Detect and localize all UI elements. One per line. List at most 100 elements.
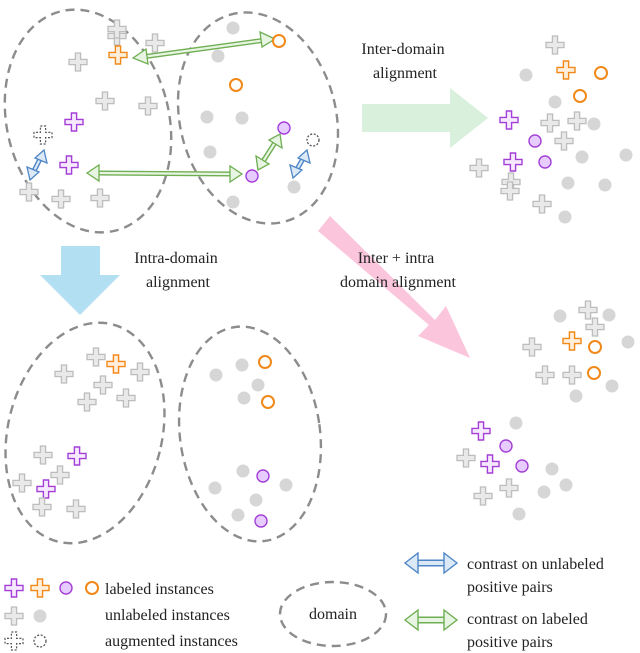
unlabeled-dot-instance: [211, 49, 225, 63]
unlabeled-dot-instance: [235, 358, 249, 372]
labeled-orange-dot-instance: [258, 355, 272, 369]
unlabeled-cross-instance: [130, 362, 150, 382]
unlabeled-dot-instance: [237, 391, 251, 405]
labeled-orange-cross-instance: [556, 60, 576, 80]
unlabeled-cross-instance: [535, 365, 555, 385]
legend-augmented-text: augmented instances: [105, 633, 238, 650]
unlabeled-dot-instance: [602, 308, 616, 322]
unlabeled-cross-instance: [51, 189, 71, 209]
unlabeled-cross-instance: [86, 347, 106, 367]
labeled-purple-dot-instance: [277, 121, 291, 135]
labeled-purple-dot-instance: [528, 134, 542, 148]
labeled-purple-dot-instance: [538, 155, 552, 169]
legend-domain-ellipse: [278, 580, 388, 648]
unlabeled-dot-instance: [200, 110, 214, 124]
intra-domain-label: Intra-domain alignment: [134, 250, 222, 291]
inter-intra-arrow: [318, 216, 470, 358]
legend-labeled-text: labeled instances: [105, 581, 214, 598]
unlabeled-cross-instance: [138, 96, 158, 116]
labeled-orange-dot-instance: [588, 340, 602, 354]
unlabeled-dot-instance: [209, 368, 223, 382]
legend-labeled-purple-cross: [4, 578, 24, 598]
unlabeled-cross-instance: [90, 188, 110, 208]
unlabeled-dot-instance: [561, 176, 575, 190]
labeled-pair-arrow: [255, 132, 283, 172]
labeled-purple-cross-instance: [59, 155, 79, 175]
unlabeled-cross-instance: [473, 486, 493, 506]
labeled-orange-dot-instance: [573, 89, 587, 103]
unlabeled-cross-instance: [77, 392, 97, 412]
unlabeled-dot-instance: [605, 379, 619, 393]
unlabeled-cross-instance: [522, 337, 542, 357]
unlabeled-dot-instance: [548, 95, 562, 109]
unlabeled-dot-instance: [279, 478, 293, 492]
labeled-purple-dot-instance: [254, 514, 268, 528]
unlabeled-cross-instance: [50, 465, 70, 485]
unlabeled-dot-instance: [251, 378, 265, 392]
domain-target-top: [176, 11, 340, 225]
unlabeled-cross-instance: [545, 35, 565, 55]
inter-intra-label: Inter + intra domain alignment: [340, 250, 457, 291]
unlabeled-cross-instance: [456, 448, 476, 468]
legend-contrast-unlabeled-text: contrast on unlabeled positive pairs: [467, 556, 608, 596]
inter-domain-label-line1: Inter-domain: [361, 41, 444, 58]
labeled-pair-arrow: [131, 30, 277, 66]
legend-contrast-labeled-line2: positive pairs: [467, 634, 553, 651]
labeled-pair-arrow: [85, 163, 244, 184]
unlabeled-dot-instance: [226, 21, 240, 35]
unlabeled-dot-instance: [287, 180, 301, 194]
legend-labeled-pair-arrow: [403, 608, 459, 632]
labeled-purple-cross-instance: [36, 479, 56, 499]
unlabeled-cross-instance: [469, 158, 489, 178]
augmented-cross-instance: [33, 125, 53, 145]
labeled-purple-cross-instance: [503, 152, 523, 172]
labeled-purple-dot-instance: [515, 459, 529, 473]
unlabeled-dot-instance: [208, 481, 222, 495]
legend: labeled instances unlabeled instances au…: [4, 551, 608, 651]
augmented-dot-instance: [306, 133, 320, 147]
unlabeled-pair-arrow: [289, 148, 311, 180]
unlabeled-dot-instance: [559, 478, 573, 492]
labeled-orange-dot-instance: [587, 366, 601, 380]
domain-target-bottom: [177, 325, 323, 543]
unlabeled-dot-instance: [236, 464, 250, 478]
intra-domain-label-line2: alignment: [146, 274, 211, 291]
legend-unlabeled-dot: [33, 609, 47, 623]
unlabeled-dot-instance: [619, 148, 633, 162]
labeled-purple-cross-instance: [499, 110, 519, 130]
unlabeled-cross-instance: [554, 131, 574, 151]
unlabeled-cross-instance: [145, 33, 165, 53]
legend-unlabeled-pair-arrow: [403, 551, 459, 575]
unlabeled-cross-instance: [499, 478, 519, 498]
unlabeled-dot-instance: [569, 389, 583, 403]
labeled-orange-dot-instance: [594, 66, 608, 80]
inter-domain-label: Inter-domain alignment: [361, 41, 448, 82]
labeled-purple-dot-instance: [245, 169, 259, 183]
labeled-purple-dot-instance: [499, 439, 513, 453]
unlabeled-cross-instance: [12, 473, 32, 493]
domain-source-bottom: [4, 321, 166, 545]
unlabeled-dot-instance: [575, 150, 589, 164]
unlabeled-dot-instance: [553, 309, 567, 323]
labeled-purple-cross-instance: [471, 421, 491, 441]
inter-domain-arrow: [362, 88, 488, 148]
labeled-orange-dot-instance: [272, 34, 286, 48]
unlabeled-cross-instance: [33, 445, 53, 465]
unlabeled-dot-instance: [509, 416, 523, 430]
unlabeled-dot-instance: [512, 507, 526, 521]
legend-augmented-dot: [33, 634, 47, 648]
unlabeled-cross-instance: [116, 388, 136, 408]
unlabeled-dot-instance: [203, 145, 217, 159]
labeled-orange-cross-instance: [562, 331, 582, 351]
unlabeled-dot-instance: [537, 485, 551, 499]
inter-intra-label-line1: Inter + intra: [358, 250, 435, 267]
unlabeled-cross-instance: [532, 194, 552, 214]
unlabeled-dot-instance: [598, 178, 612, 192]
unlabeled-dot-instance: [235, 111, 249, 125]
legend-labeled-orange-dot: [85, 581, 99, 595]
legend-unlabeled-cross: [4, 606, 24, 626]
unlabeled-dot-instance: [587, 117, 601, 131]
unlabeled-dot-instance: [226, 195, 240, 209]
labeled-orange-dot-instance: [261, 395, 275, 409]
